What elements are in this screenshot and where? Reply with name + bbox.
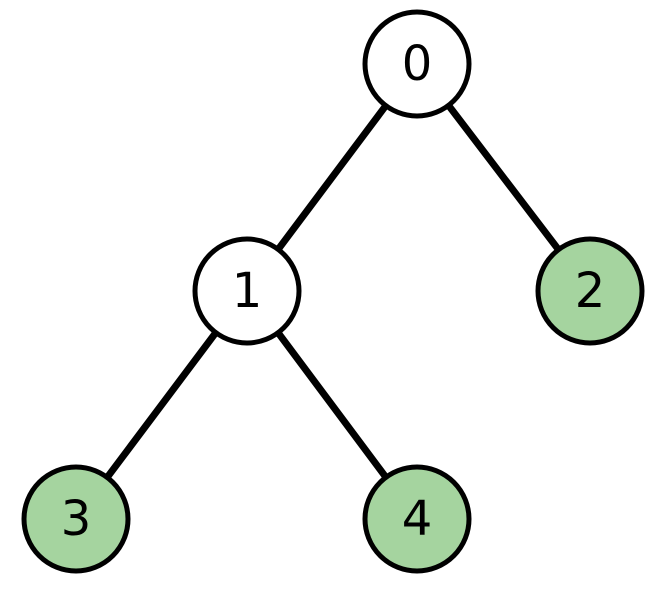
- node-label: 3: [61, 491, 92, 547]
- node-circle: [21, 464, 131, 574]
- node-circle: [362, 9, 472, 119]
- node-circle: [362, 464, 472, 574]
- tree-node-0: 0: [362, 9, 472, 119]
- node-label: 1: [232, 263, 263, 319]
- node-circle: [535, 236, 645, 346]
- node-label: 0: [402, 36, 433, 92]
- tree-node-2: 2: [535, 236, 645, 346]
- tree-node-3: 3: [21, 464, 131, 574]
- node-label: 4: [402, 491, 433, 547]
- node-label: 2: [575, 263, 606, 319]
- tree-node-4: 4: [362, 464, 472, 574]
- node-circle: [192, 236, 302, 346]
- tree-node-1: 1: [192, 236, 302, 346]
